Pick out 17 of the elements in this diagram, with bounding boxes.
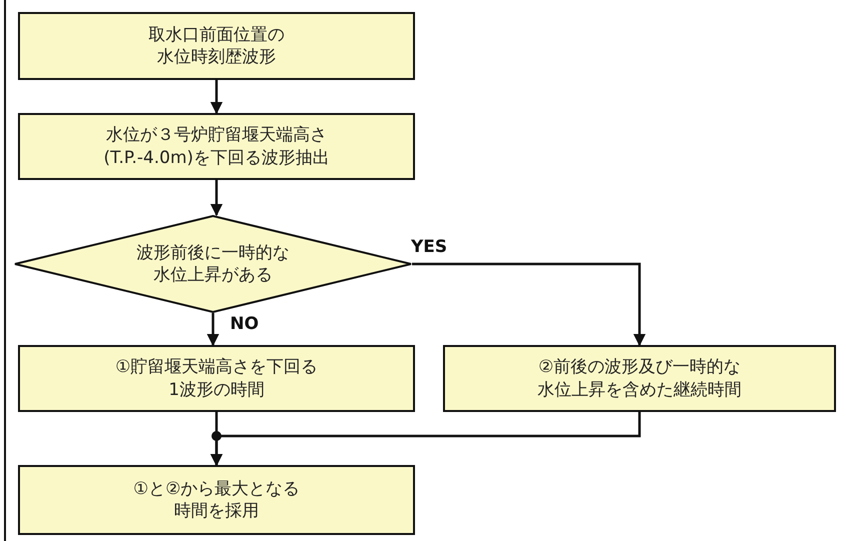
box-text: 波形前後に一時的な水位上昇がある: [136, 242, 290, 286]
box-text: ①貯留堰天端高さを下回る 1波形の時間: [114, 356, 319, 401]
process-box: [18, 465, 415, 535]
process-box: [18, 12, 415, 80]
arrow: [210, 412, 641, 466]
box-text: 水位が３号炉貯留堰天端高さ(T.P.-4.0m)を下回る波形抽出: [103, 124, 330, 169]
arrow: [206, 313, 220, 346]
arrow: [210, 80, 223, 114]
arrow: [412, 262, 646, 346]
box-text: ①と②から最大となる時間を採用: [132, 478, 301, 522]
decision-diamond: [14, 215, 412, 313]
arrow: [210, 180, 223, 216]
process-box: [18, 345, 415, 412]
box-text: ②前後の波形及び一時的な水位上昇を含めた継続時間: [536, 356, 742, 401]
process-box: [18, 113, 415, 180]
process-box: [443, 345, 836, 412]
box-text: 取水口前面位置の水位時刻歴波形: [148, 24, 286, 68]
